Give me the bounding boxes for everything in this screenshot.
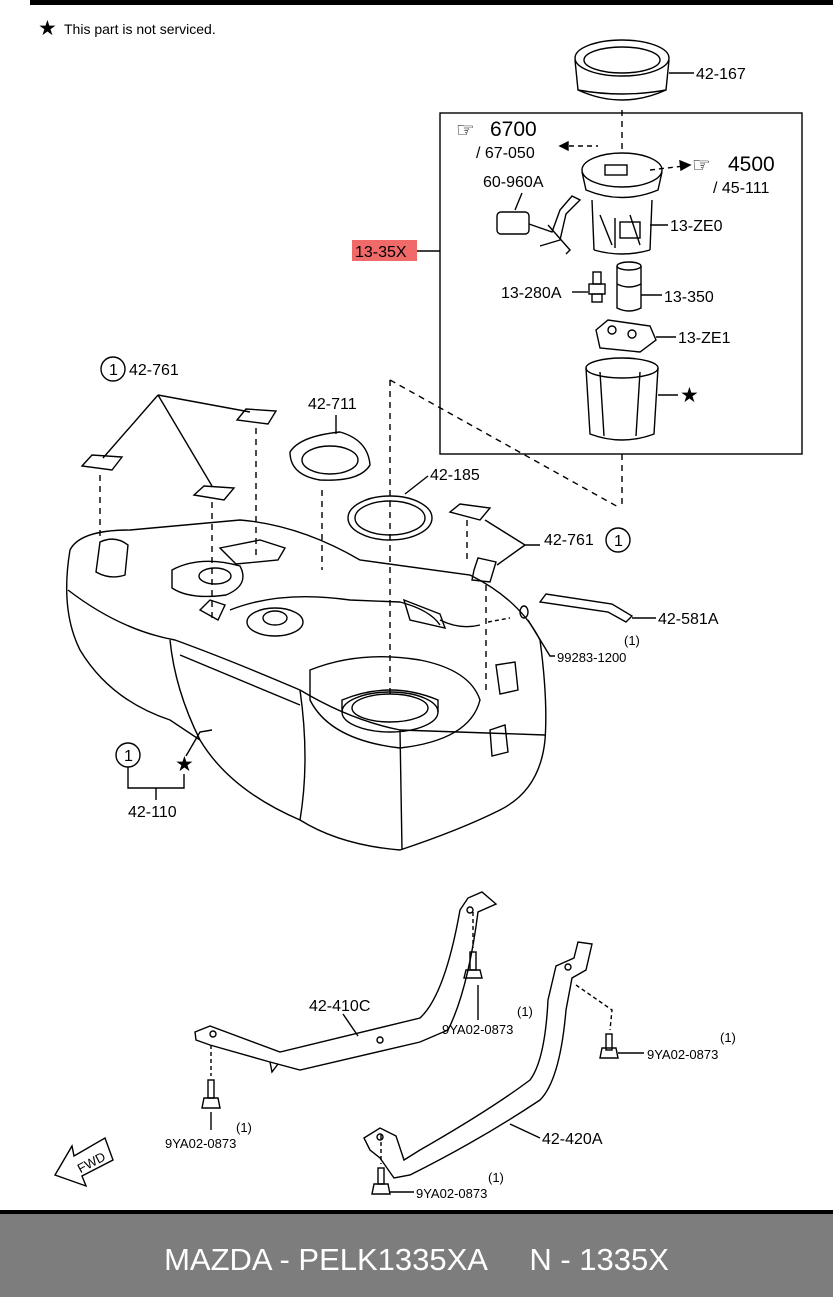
circle-qty: 1: [124, 748, 133, 765]
hand-pointer-icon: ☞: [456, 119, 475, 142]
hand-pointer-icon: ☞: [692, 154, 711, 177]
label-6700: 6700: [490, 118, 537, 141]
strap-42-410c: [194, 891, 498, 1074]
star-icon: ★: [38, 17, 57, 40]
label-42-761-a: 42-761: [129, 362, 179, 379]
bolt-9ya02-a: [463, 951, 483, 979]
parts-diagram: ★ This part is not serviced. 42-167 ☞ 67…: [38, 17, 803, 1201]
label-42-185: 42-185: [430, 467, 480, 484]
label-42-410c: 42-410C: [309, 998, 370, 1015]
strap-42-420a: [363, 941, 593, 1179]
footer-bar: MAZDA - PELK1335XA N - 1335X: [0, 1210, 833, 1297]
label-13-280a: 13-280A: [501, 285, 562, 302]
pipe-42-581a: [538, 593, 634, 623]
label-45-111: / 45-111: [713, 180, 769, 197]
qty-9ya-d: (1): [488, 1170, 504, 1185]
qty-9ya-c: (1): [236, 1120, 252, 1135]
legend-note: This part is not serviced.: [64, 21, 216, 37]
label-9ya02-a: 9YA02-0873: [442, 1022, 513, 1037]
fuel-tank-42-110: [65, 519, 547, 851]
circle-qty: 1: [614, 533, 623, 550]
module-box: [439, 112, 803, 455]
highlight-13-35x: [352, 240, 417, 261]
reservoir-cup: [585, 357, 659, 441]
label-42-420a: 42-420A: [542, 1131, 603, 1148]
pads-42-761: [80, 408, 497, 583]
pump-flange-13-ze0: [581, 152, 663, 255]
label-42-581a: 42-581A: [658, 611, 719, 628]
label-9ya02-c: 9YA02-0873: [165, 1136, 236, 1151]
label-67-050: / 67-050: [476, 145, 535, 162]
label-9ya02-b: 9YA02-0873: [647, 1047, 718, 1062]
regulator-13-280a: [588, 271, 606, 303]
filter-plate-13-ze1: [595, 319, 657, 353]
bolt-9ya02-c: [201, 1079, 221, 1109]
label-42-110: 42-110: [128, 804, 177, 821]
o-ring-42-185: [347, 495, 433, 541]
label-60-960a: 60-960A: [483, 174, 544, 191]
qty-9ya-b: (1): [720, 1030, 736, 1045]
leader-dash: [389, 379, 621, 695]
label-42-711: 42-711: [308, 396, 357, 413]
fuel-pump-13-350: [616, 261, 642, 312]
star-icon: ★: [175, 753, 194, 776]
label-4500: 4500: [728, 153, 775, 176]
fwd-arrow-icon: FWD: [53, 1136, 114, 1188]
label-9ya02-d: 9YA02-0873: [416, 1186, 487, 1201]
label-13-ze1: 13-ZE1: [678, 330, 731, 347]
fuel-sender-60-960a: [496, 195, 582, 255]
label-13-35x: 13-35X: [355, 244, 407, 261]
label-13-ze0: 13-ZE0: [670, 218, 723, 235]
label-99283-1200: 99283-1200: [557, 650, 626, 665]
lock-ring-42-167: [574, 39, 670, 101]
gasket-42-711: [289, 431, 371, 481]
label-42-167: 42-167: [696, 66, 746, 83]
bolt-9ya02-b: [599, 1033, 619, 1059]
footer-text: MAZDA - PELK1335XA N - 1335X: [164, 1242, 669, 1277]
top-border: [30, 0, 833, 5]
label-42-761-b: 42-761: [544, 532, 594, 549]
label-13-350: 13-350: [664, 289, 714, 306]
circle-qty: 1: [109, 362, 118, 379]
qty-9ya-a: (1): [517, 1004, 533, 1019]
star-icon: ★: [680, 384, 699, 407]
bolt-9ya02-d: [371, 1167, 391, 1195]
qty-99283: (1): [624, 633, 640, 648]
